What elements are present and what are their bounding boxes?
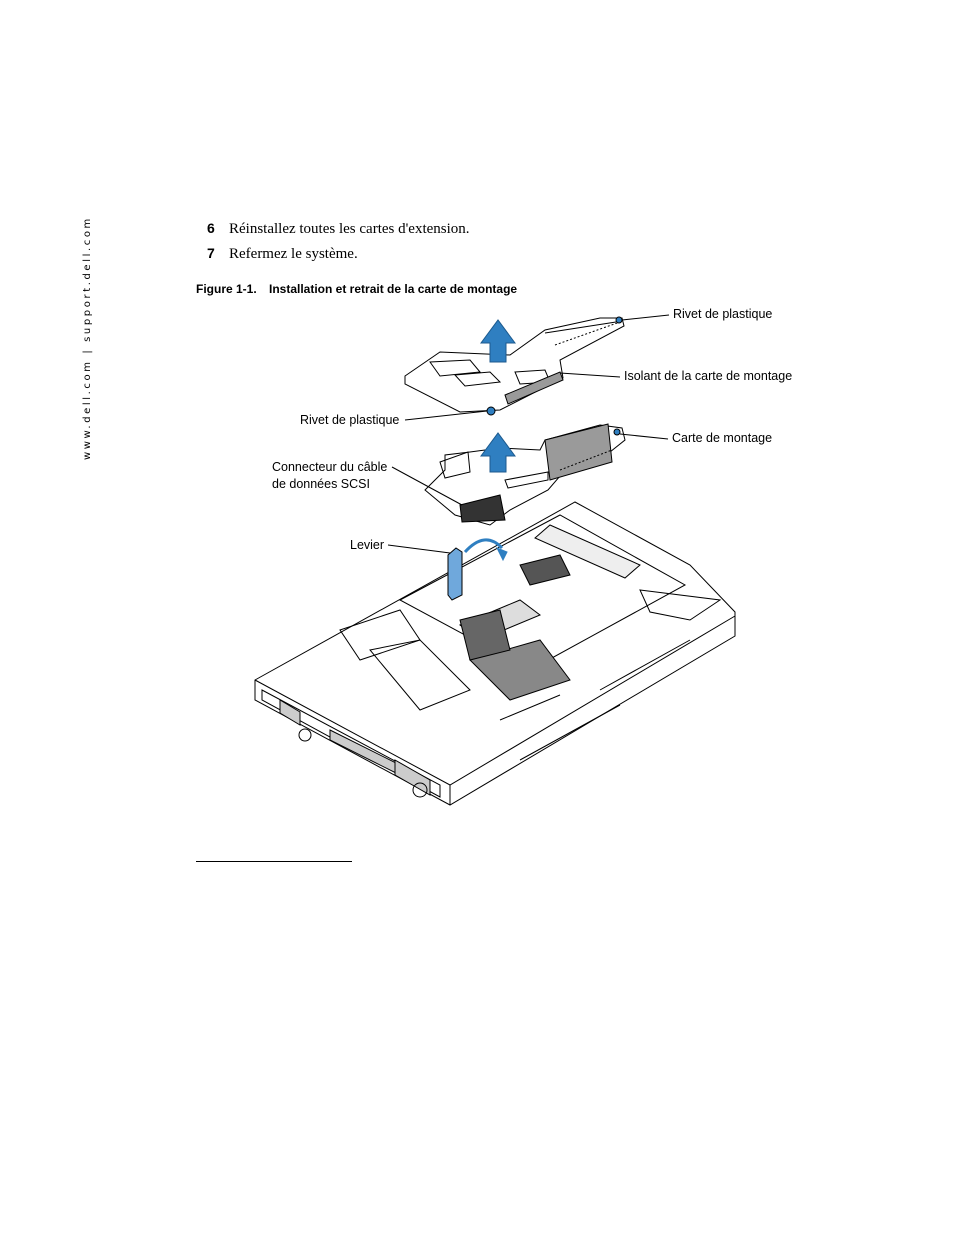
callout-riser-card: Carte de montage (672, 431, 773, 445)
callout-insulator: Isolant de la carte de montage (624, 369, 793, 383)
lift-arrow-2 (480, 432, 516, 473)
riser-card-drawing (424, 423, 626, 526)
callout-rivet-left: Rivet de plastique (300, 413, 400, 427)
leader-insulator (559, 372, 621, 378)
leader-lever (387, 544, 451, 554)
step-7: 7 Refermez le système. (207, 245, 358, 263)
callout-rivet-top: Rivet de plastique (673, 307, 773, 321)
figure-caption: Figure 1-1. Installation et retrait de la… (196, 282, 517, 296)
callout-scsi-line1: Connecteur du câble (272, 460, 388, 474)
leader-riser-card (619, 433, 669, 440)
lift-arrow-1 (480, 319, 516, 363)
step-number: 6 (207, 220, 215, 236)
footnote-divider (196, 861, 352, 862)
lever-drawing (447, 547, 463, 601)
step-text: Refermez le système. (229, 246, 358, 262)
leader-rivet-left (404, 410, 488, 421)
step-number: 7 (207, 245, 215, 261)
lever-rotate-arrow (463, 538, 504, 554)
riser-insulator-drawing (404, 316, 625, 416)
callout-scsi-line2: de données SCSI (272, 477, 370, 491)
leader-scsi (391, 466, 463, 506)
callout-lever: Levier (350, 538, 385, 552)
step-6: 6 Réinstallez toutes les cartes d'extensi… (207, 220, 470, 238)
step-text: Réinstallez toutes les cartes d'extensio… (229, 221, 470, 237)
figure-label: Figure 1-1. (196, 282, 257, 296)
server-chassis-drawing (254, 501, 736, 806)
callout-scsi-connector: Connecteur du câble de données SCSI (272, 459, 387, 493)
leader-rivet-top (621, 314, 670, 321)
figure-title: Installation et retrait de la carte de m… (269, 282, 518, 296)
